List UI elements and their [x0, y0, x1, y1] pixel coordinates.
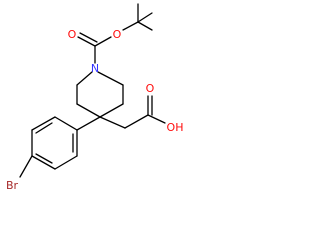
bond-ph3-ph4 — [31, 155, 56, 170]
bond-n-c2 — [97, 71, 124, 86]
atom-label-br: Br — [6, 179, 19, 192]
bond-ctert-me2 — [137, 12, 153, 23]
atom-label-o-carbonyl: O — [68, 28, 77, 41]
atom-label-o-ester: O — [113, 28, 122, 41]
bond-ctert-me1 — [137, 21, 153, 31]
bond-c-o-double-b — [79, 32, 98, 43]
bond-ph4-br — [19, 155, 33, 178]
bond-c-oester — [94, 36, 112, 47]
bond-aromatic-inner-2 — [35, 153, 53, 164]
atom-label-n: N — [91, 62, 99, 75]
bond-c3-c4 — [99, 103, 124, 118]
bond-cacid-oh — [147, 114, 166, 124]
bond-oester-ctert — [122, 21, 139, 31]
bond-c4-ph — [76, 116, 101, 131]
bond-aromatic-inner-3 — [35, 122, 53, 134]
atom-label-layer: N O O O OH Br — [6, 28, 184, 192]
atom-label-oh: OH — [167, 121, 184, 134]
bond-ph2-ph3 — [54, 155, 78, 170]
bond-c-o-double-a — [77, 36, 96, 47]
bond-layer — [19, 3, 166, 178]
bond-c4-ch2 — [99, 116, 126, 129]
bond-c6-n — [76, 71, 93, 86]
structure-canvas: N O O O OH Br — [6, 3, 184, 192]
bond-ph5-ph6 — [31, 116, 56, 131]
bond-c4-c5 — [76, 103, 101, 118]
atom-label-o-acid-carbonyl: O — [146, 82, 155, 95]
bond-ch2-cacid — [124, 114, 149, 129]
bond-ph6-ph1 — [54, 116, 78, 131]
molecule-diagram: N O O O OH Br — [6, 3, 184, 192]
